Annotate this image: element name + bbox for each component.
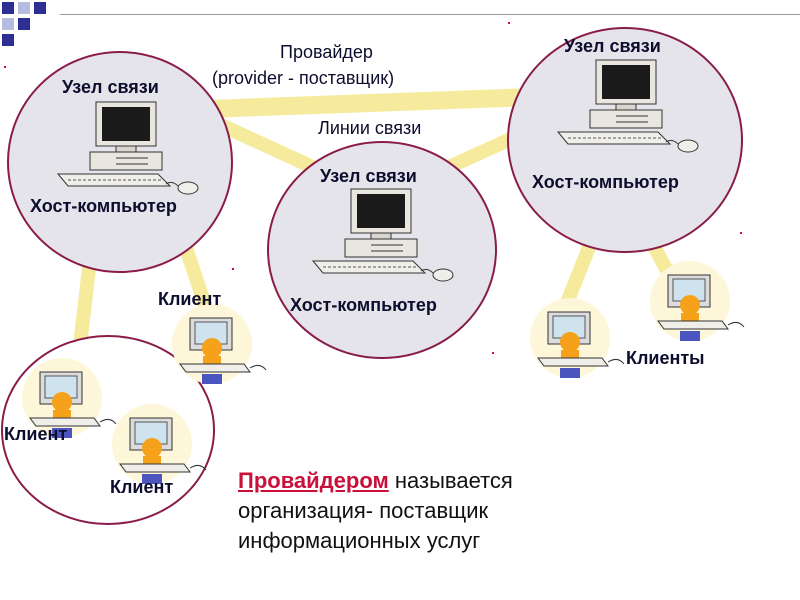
link-line — [73, 253, 97, 352]
clients-label-right: Клиенты — [626, 348, 705, 368]
corner-decoration-square — [18, 18, 30, 30]
host-label-right: Хост-компьютер — [532, 172, 679, 192]
definition-highlight: Провайдером — [238, 468, 389, 493]
corner-decoration-square — [2, 2, 14, 14]
provider-subtitle: (provider - поставщик) — [212, 68, 395, 88]
node-label-center: Узел связи — [320, 166, 417, 186]
header-line — [60, 14, 800, 15]
corner-decoration-square — [34, 2, 46, 14]
corner-decoration-square — [2, 18, 14, 30]
client-computer-icon — [649, 260, 745, 342]
definition-line-1: Провайдером называется — [238, 466, 598, 496]
corner-decoration-square — [18, 2, 30, 14]
decor-dots — [4, 22, 742, 354]
client-label-left: Клиент — [4, 424, 68, 444]
client-label-top: Клиент — [158, 289, 222, 309]
host-label-center: Хост-компьютер — [290, 295, 437, 315]
corner-decoration-square — [2, 34, 14, 46]
client-computer-icon — [529, 297, 625, 379]
node-label-right: Узел связи — [564, 36, 661, 56]
provider-definition: Провайдером называется организация- пост… — [238, 466, 598, 556]
client-label-bottom: Клиент — [110, 477, 174, 497]
definition-rest: называется — [388, 468, 513, 493]
provider-title: Провайдер — [280, 42, 373, 62]
host-label-left: Хост-компьютер — [30, 196, 177, 216]
links-label: Линии связи — [318, 118, 422, 138]
definition-line-3: информационных услуг — [238, 528, 481, 553]
definition-line-2: организация- поставщик — [238, 498, 489, 523]
node-label-left: Узел связи — [62, 77, 159, 97]
client-computer-icon — [171, 303, 267, 385]
link-line — [171, 87, 569, 119]
